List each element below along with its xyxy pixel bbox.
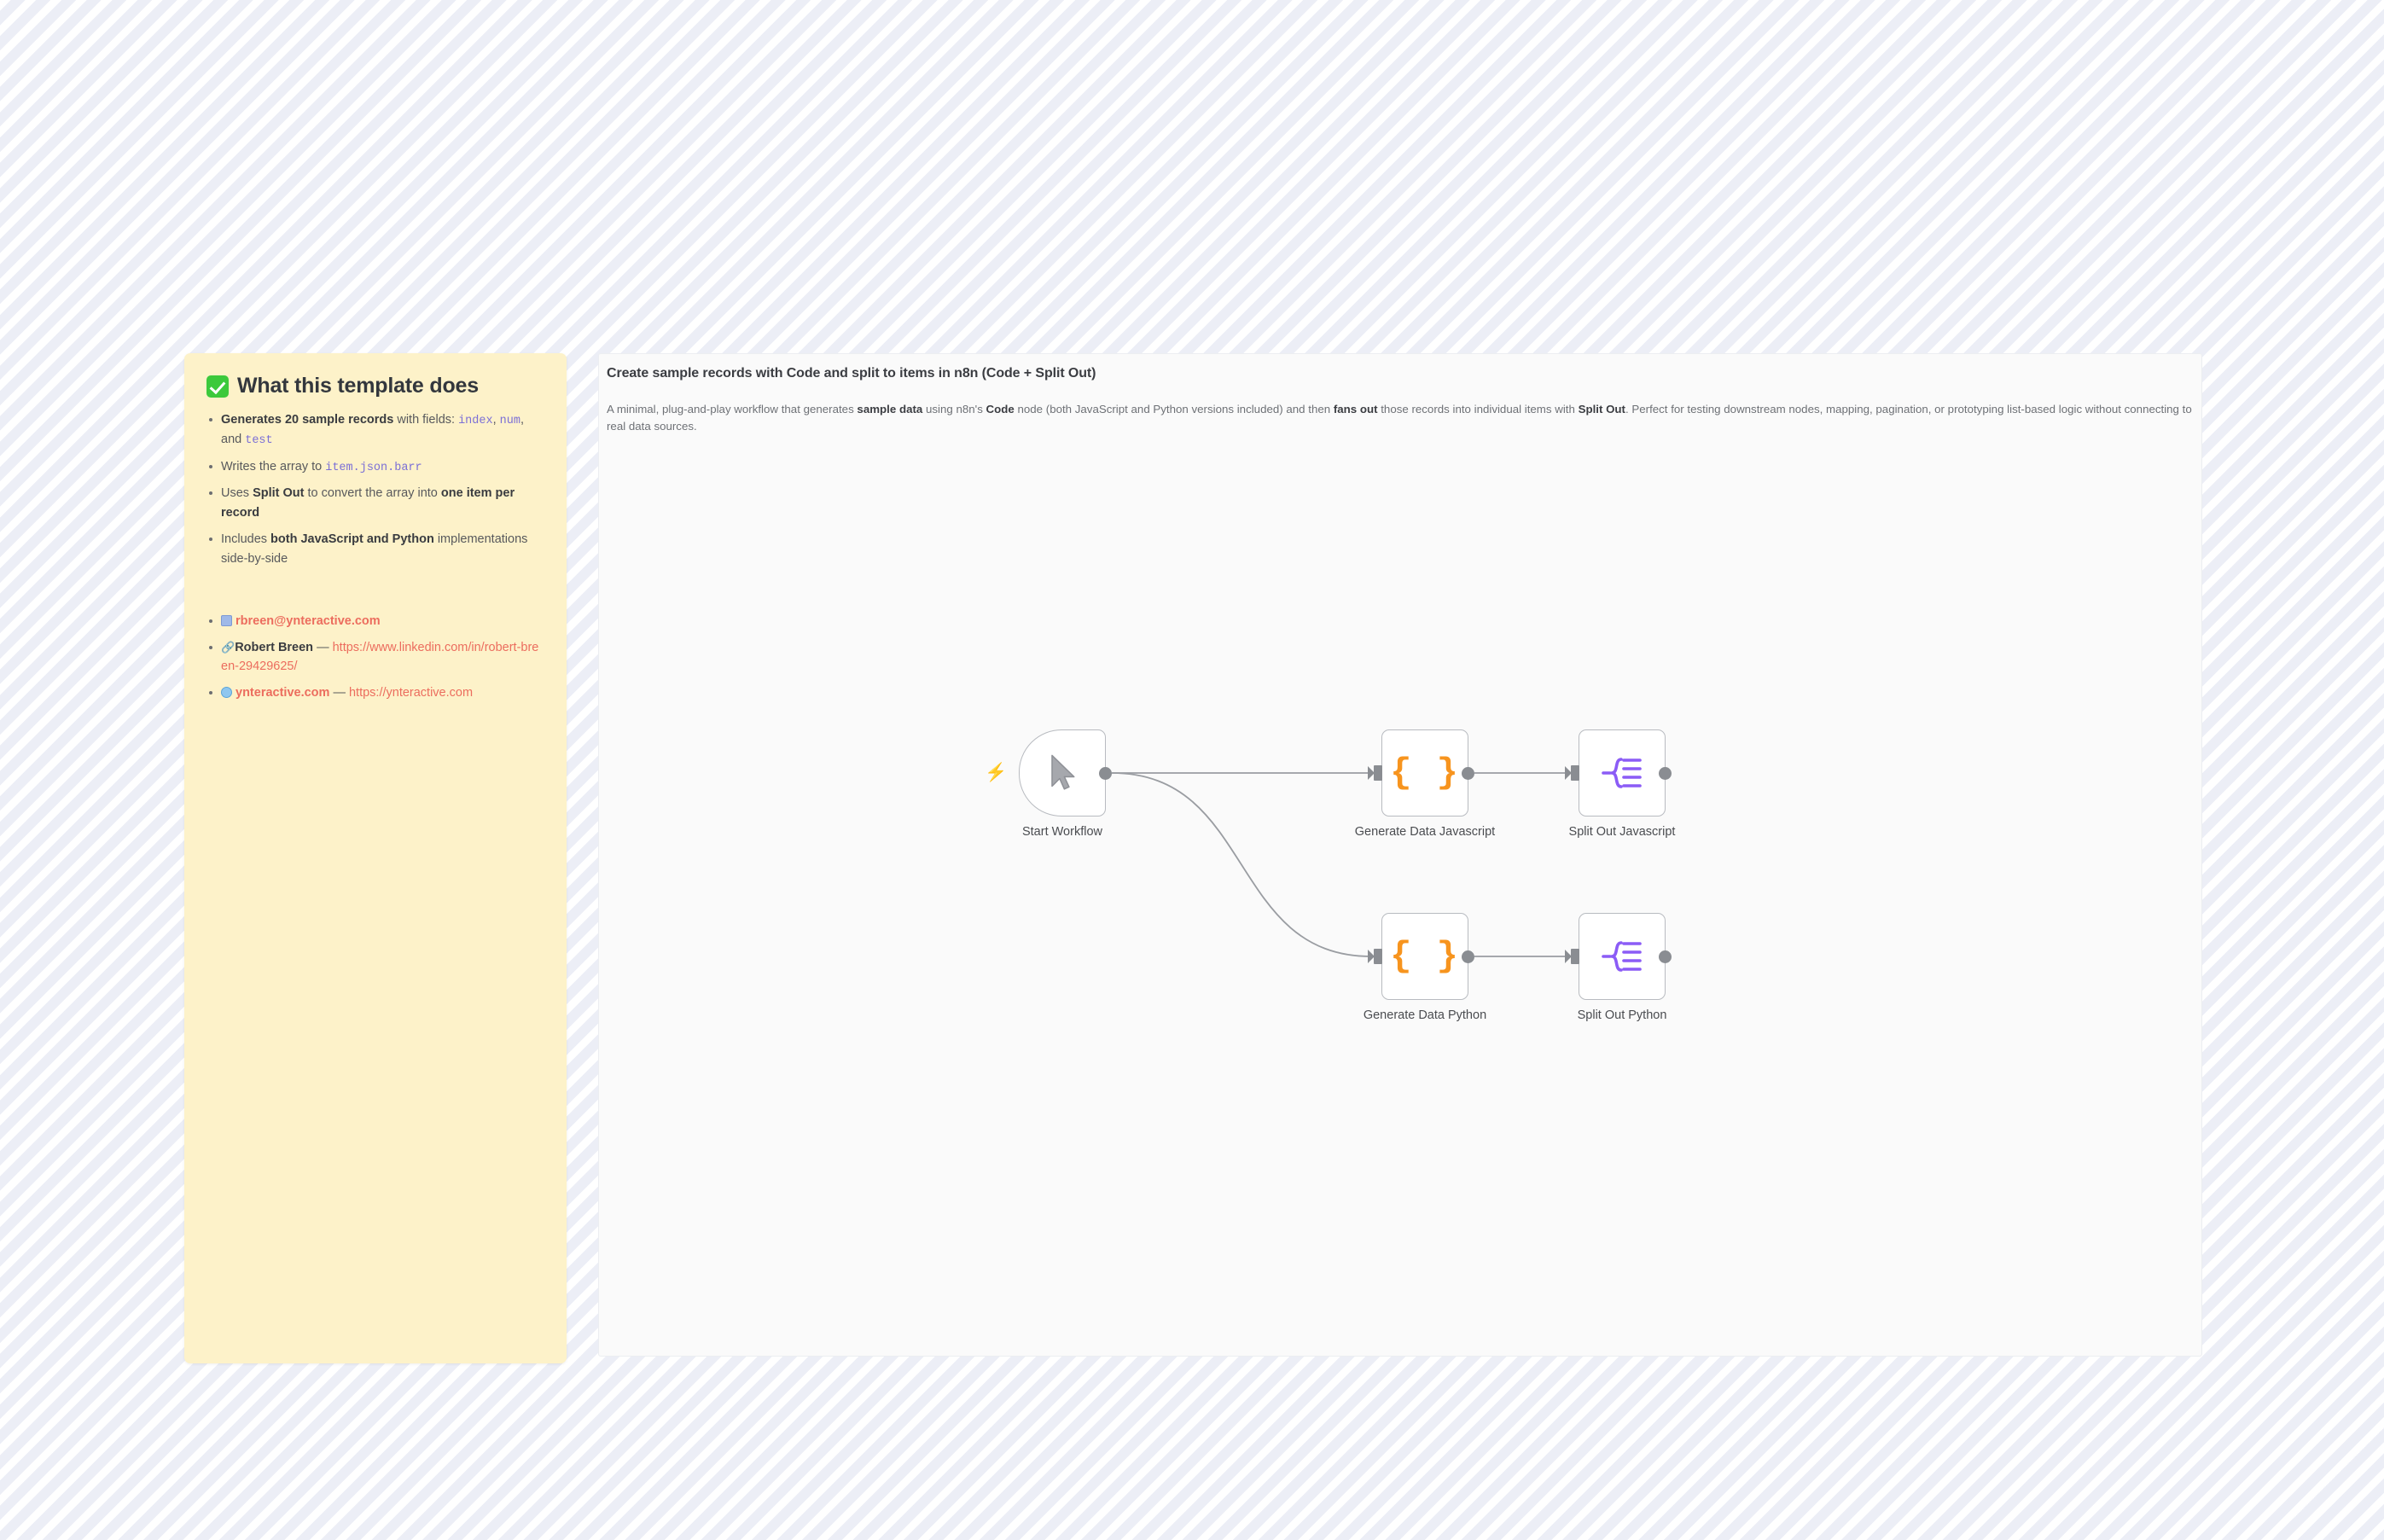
emphasis-text: Split Out: [1578, 403, 1625, 416]
workflow-node-split-out-python[interactable]: [1565, 913, 1672, 1000]
contact-list-item[interactable]: ynteractive.com — https://ynteractive.co…: [206, 683, 544, 703]
connection-start-workflow-to-generate-data-python: [1111, 772, 1372, 957]
workflow-node-generate-data-python[interactable]: { }: [1368, 913, 1474, 1000]
text-run: Writes the array to: [221, 459, 326, 474]
template-features-list: Generates 20 sample records with fields:…: [206, 410, 544, 569]
node-input-port[interactable]: [1565, 765, 1579, 781]
split-out-icon: [1601, 754, 1643, 792]
text-run: node (both JavaScript and Python version…: [1014, 403, 1334, 416]
node-label-generate-data-javascript: Generate Data Javascript: [1354, 825, 1496, 839]
emphasis-text: Robert Breen: [235, 640, 314, 654]
workflow-connections: [1111, 772, 1568, 957]
node-output-port[interactable]: [1659, 950, 1672, 963]
text-run: ,: [492, 413, 500, 427]
globe-icon: [221, 687, 232, 699]
external-link[interactable]: rbreen@ynteractive.com: [235, 613, 381, 628]
code-token: test: [245, 434, 273, 448]
node-output-port[interactable]: [1659, 766, 1672, 780]
workflow-node-generate-data-javascript[interactable]: { }: [1368, 729, 1474, 816]
contact-list-item[interactable]: 🔗Robert Breen — https://www.linkedin.com…: [206, 638, 544, 677]
white-check-mark-emoji-icon: [206, 375, 229, 398]
text-run: implementations side-by-side: [221, 532, 528, 566]
contact-links-list: rbreen@ynteractive.com🔗Robert Breen — ht…: [206, 612, 544, 704]
sticky-note-heading-text: What this template does: [237, 374, 479, 398]
text-run: —: [313, 640, 333, 654]
node-label-split-out-javascript: Split Out Javascript: [1568, 825, 1676, 839]
feature-list-item: Includes both JavaScript and Python impl…: [206, 530, 544, 569]
code-braces-icon: { }: [1390, 753, 1460, 793]
text-run: to convert the array into: [304, 485, 441, 500]
node-input-port[interactable]: [1368, 765, 1382, 781]
workflow-description: A minimal, plug-and-play workflow that g…: [607, 401, 2195, 436]
sticky-note[interactable]: What this template does Generates 20 sam…: [184, 353, 567, 1363]
lightning-bolt-icon: ⚡: [985, 763, 1008, 782]
emphasis-text: Generates 20 sample records: [221, 413, 394, 427]
code-token: index: [458, 415, 493, 427]
sticky-note-heading: What this template does: [206, 374, 544, 398]
text-run: using n8n's: [922, 403, 986, 416]
node-input-port[interactable]: [1565, 949, 1579, 964]
page-title: Create sample records with Code and spli…: [607, 366, 1096, 381]
external-link[interactable]: https://ynteractive.com: [348, 686, 474, 700]
node-output-port[interactable]: [1099, 766, 1112, 780]
node-output-port[interactable]: [1462, 950, 1474, 963]
node-label-generate-data-python: Generate Data Python: [1363, 1008, 1487, 1022]
text-run: —: [329, 686, 349, 700]
node-label-split-out-python: Split Out Python: [1577, 1008, 1667, 1022]
text-run: those records into individual items with: [1377, 403, 1579, 416]
workflow-node-split-out-javascript[interactable]: [1565, 729, 1672, 816]
emphasis-text: Split Out: [253, 485, 305, 500]
text-run: Uses: [221, 485, 253, 500]
workflow-graph[interactable]: ⚡ Start Workflow { } Generate Data Javascri…: [599, 354, 2201, 1356]
cursor-pointer-icon: [1044, 753, 1080, 793]
split-out-icon: [1601, 938, 1643, 975]
emphasis-text: fans out: [1333, 403, 1378, 416]
link-chain-icon: 🔗: [221, 640, 235, 654]
node-output-port[interactable]: [1462, 766, 1474, 780]
feature-list-item: Generates 20 sample records with fields:…: [206, 410, 544, 450]
external-link[interactable]: ynteractive.com: [235, 686, 330, 700]
contact-list-item[interactable]: rbreen@ynteractive.com: [206, 612, 544, 631]
text-run: Includes: [221, 532, 271, 546]
node-label-start-workflow: Start Workflow: [1021, 825, 1102, 839]
text-run: , and: [221, 413, 524, 447]
emphasis-text: Code: [986, 403, 1015, 416]
external-link[interactable]: https://www.linkedin.com/in/robert-breen…: [221, 640, 539, 674]
text-run: . Perfect for testing downstream nodes, …: [607, 403, 2192, 433]
emphasis-text: sample data: [857, 403, 923, 416]
workflow-node-start-workflow[interactable]: [1019, 729, 1112, 816]
text-run: A minimal, plug-and-play workflow that g…: [607, 403, 858, 416]
feature-list-item: Uses Split Out to convert the array into…: [206, 484, 544, 523]
code-token: num: [499, 415, 520, 427]
email-icon: [221, 614, 232, 626]
code-token: item.json.barr: [325, 461, 422, 474]
emphasis-text: both JavaScript and Python: [270, 532, 434, 546]
node-input-port[interactable]: [1368, 949, 1382, 964]
feature-list-item: Writes the array to item.json.barr: [206, 457, 544, 477]
code-braces-icon: { }: [1390, 936, 1460, 977]
emphasis-text: one item per record: [221, 485, 515, 520]
text-run: with fields:: [393, 413, 459, 427]
workflow-canvas-panel[interactable]: Create sample records with Code and spli…: [598, 353, 2202, 1357]
